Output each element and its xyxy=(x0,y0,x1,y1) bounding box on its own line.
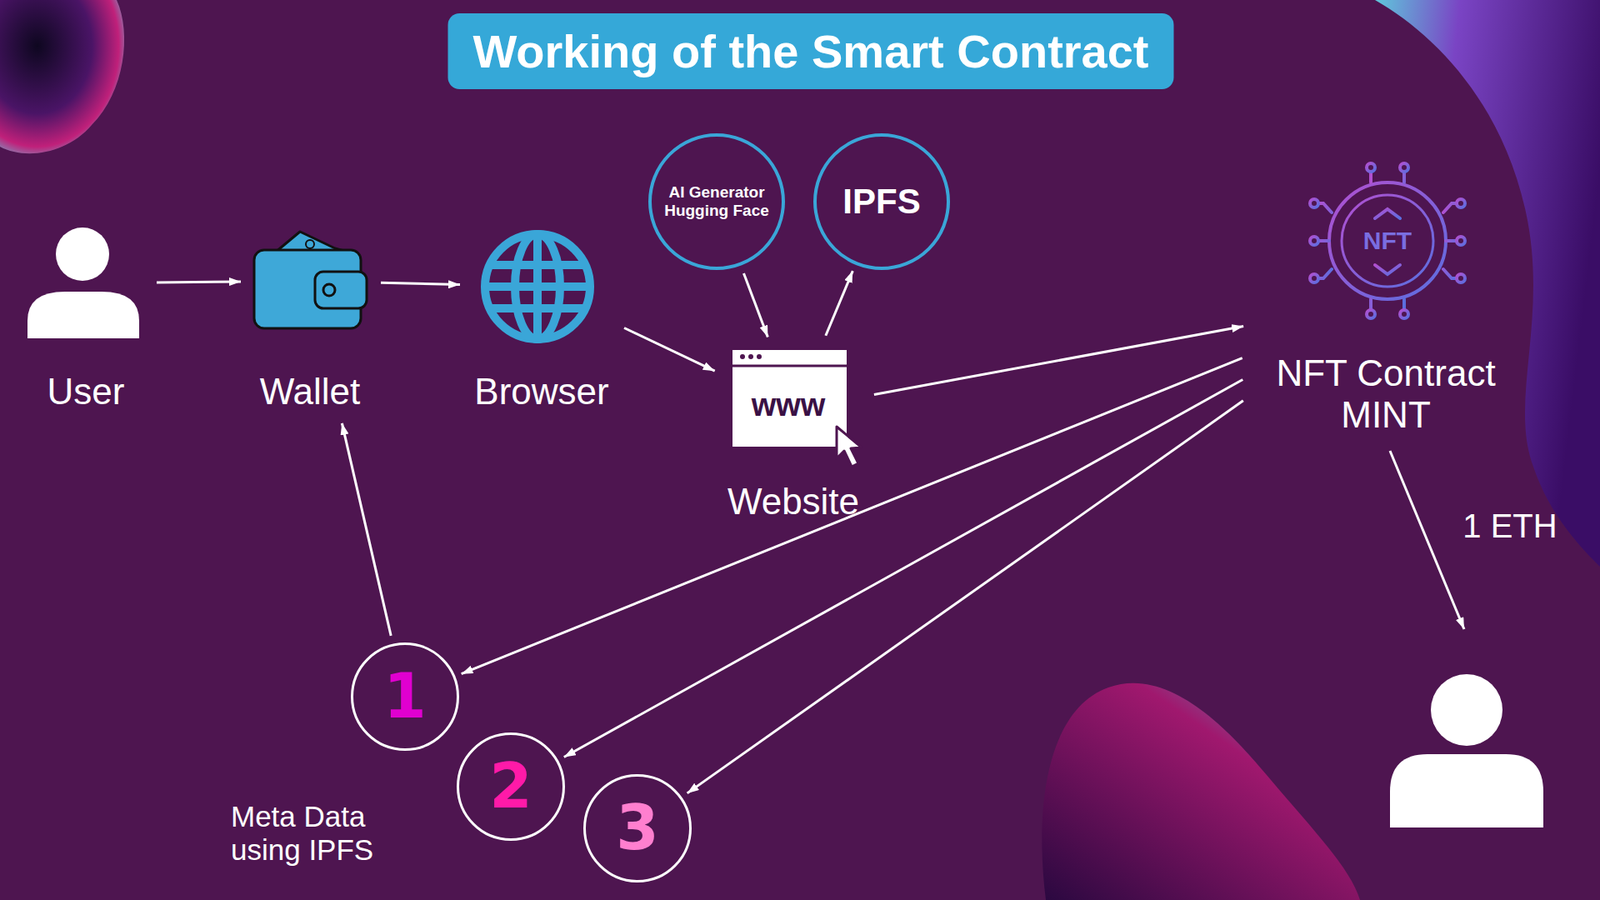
icon-node: Website xyxy=(720,343,866,527)
wallet-button xyxy=(323,284,335,296)
payment-arrow xyxy=(1390,450,1465,630)
circle-node: IPFS xyxy=(813,133,950,270)
circle-shape xyxy=(458,734,565,840)
chip-pad xyxy=(1310,236,1319,245)
window-dot xyxy=(756,354,762,360)
icon-text: www xyxy=(751,387,826,425)
nft-chip-icon xyxy=(1310,163,1465,319)
circle-node: AI Generator Hugging Face xyxy=(648,133,785,270)
window-dot xyxy=(748,354,754,360)
circle-node: 3 xyxy=(583,774,692,883)
corner-blob xyxy=(0,0,125,154)
icon-label: NFT Contract MINT xyxy=(1256,352,1515,437)
window-bar xyxy=(732,365,847,368)
globe-latitude xyxy=(490,260,585,270)
icon-label: Wallet xyxy=(260,370,361,414)
chip-pad xyxy=(1400,163,1409,172)
circle-shape xyxy=(650,135,784,269)
circle-label: 1 xyxy=(383,660,427,732)
globe-latitude xyxy=(490,304,585,313)
icon-node: Browser xyxy=(466,223,617,417)
flow-arrow xyxy=(461,358,1243,675)
wallet-clasp xyxy=(315,271,367,309)
browser-window xyxy=(732,350,847,447)
icon-text: NFT xyxy=(1363,226,1412,256)
flow-arrow xyxy=(743,273,768,337)
chip-pad xyxy=(1456,236,1465,245)
wallet-bill-mark xyxy=(305,240,315,249)
icon-label: Browser xyxy=(474,370,609,414)
person-head xyxy=(1430,674,1503,746)
chip-pad xyxy=(1366,310,1375,319)
circle-shape xyxy=(352,644,459,750)
circle-label: 2 xyxy=(489,750,533,822)
globe-equator xyxy=(485,282,590,291)
circle-shape xyxy=(585,775,691,882)
icon-label: Website xyxy=(727,480,860,524)
person-body xyxy=(1390,754,1544,828)
flow-arrow xyxy=(380,282,460,285)
chip-ring xyxy=(1329,182,1446,300)
icon-node: User xyxy=(23,223,149,417)
note-label: Meta Data using IPFS xyxy=(230,800,398,868)
flow-arrow xyxy=(564,380,1243,758)
chip-inner-ring xyxy=(1341,195,1434,287)
chip-chevron xyxy=(1375,265,1400,275)
flow-arrow xyxy=(341,423,391,636)
chip-pad xyxy=(1456,199,1465,208)
bottom-blob xyxy=(1041,683,1360,900)
circle-label: AI Generator Hugging Face xyxy=(658,183,775,220)
flow-arrow xyxy=(624,327,715,371)
chip-pad xyxy=(1456,274,1465,283)
chip-traces xyxy=(1318,203,1332,279)
chip-pad xyxy=(1400,310,1409,319)
circle-shape xyxy=(815,135,949,269)
flow-arrow xyxy=(874,326,1244,395)
globe-rim xyxy=(485,234,590,340)
circle-label: IPFS xyxy=(842,181,920,222)
chip-pad xyxy=(1366,163,1375,172)
window-dot xyxy=(740,354,745,360)
circle-label: 3 xyxy=(615,792,660,864)
chip-traces xyxy=(1443,203,1457,279)
cursor-icon xyxy=(836,426,862,467)
chip-pad xyxy=(1310,199,1319,208)
side-blob xyxy=(1375,0,1600,567)
circle-node: 2 xyxy=(456,732,565,841)
icon-node: NFT Contract MINT xyxy=(1250,158,1522,440)
icon-node: Wallet xyxy=(247,223,373,417)
circle-node: 1 xyxy=(350,642,460,751)
chip-chevron xyxy=(1375,209,1400,219)
flow-arrow xyxy=(156,281,241,283)
user-head xyxy=(55,227,110,281)
flow-arrow xyxy=(825,270,853,336)
globe-icon xyxy=(485,234,590,340)
flow-arrow xyxy=(687,400,1244,794)
title-banner: Working of the Smart Contract xyxy=(447,13,1174,90)
chip-pad xyxy=(1310,274,1319,283)
amount-label: 1 ETH xyxy=(1462,506,1557,545)
icon-label: User xyxy=(47,370,125,414)
user-body xyxy=(27,291,140,339)
